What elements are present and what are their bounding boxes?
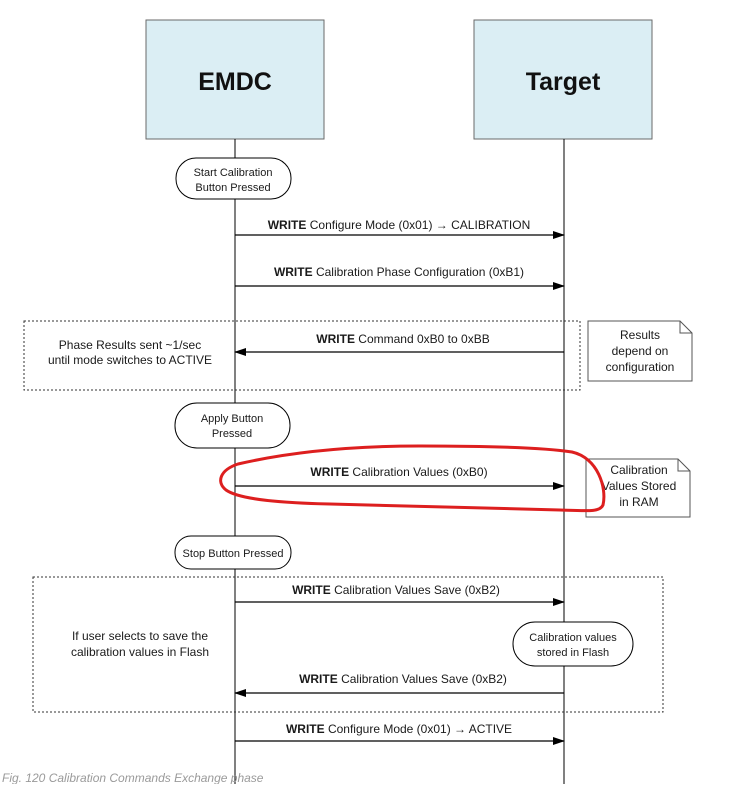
event-stored-in-flash-line-2: stored in Flash <box>537 647 609 659</box>
event-stop-button <box>174 535 292 570</box>
event-apply-button-line-2: Pressed <box>212 428 252 440</box>
note-values-stored-line-3: in RAM <box>619 495 658 509</box>
message-label-1: WRITE Configure Mode (0x01) → CALIBRATIO… <box>268 218 531 232</box>
participant-box-target <box>473 19 653 140</box>
note-results-line-3: configuration <box>606 360 675 374</box>
participant-box-emdc <box>145 19 325 140</box>
note-values-stored-line-2: Values Stored <box>602 479 677 493</box>
event-stop-button-line-1: Stop Button Pressed <box>183 548 284 560</box>
participant-label-target: Target <box>526 68 601 96</box>
message-label-4: WRITE Calibration Values (0xB0) <box>310 465 487 479</box>
note-results-line-1: Results <box>620 328 660 342</box>
message-label-2: WRITE Calibration Phase Configuration (0… <box>274 265 524 279</box>
note-values-stored <box>585 458 691 518</box>
region-phase-results-line-1: Phase Results sent ~1/sec <box>59 338 201 352</box>
event-stored-in-flash <box>512 621 634 667</box>
region-phase-results-line-2: until mode switches to ACTIVE <box>48 353 212 367</box>
event-start-calibration-line-2: Button Pressed <box>195 182 270 194</box>
message-label-5: WRITE Calibration Values Save (0xB2) <box>292 583 500 597</box>
event-apply-button <box>174 402 291 449</box>
region-save-flash-line-2: calibration values in Flash <box>71 645 209 659</box>
event-stored-in-flash-line-1: Calibration values <box>529 632 617 644</box>
message-label-6: WRITE Calibration Values Save (0xB2) <box>299 672 507 686</box>
region-save-flash <box>32 576 664 713</box>
note-values-stored-fold <box>677 459 690 472</box>
highlight-loop <box>219 444 606 513</box>
note-results-line-2: depend on <box>612 344 669 358</box>
note-results <box>587 320 693 382</box>
note-results-fold <box>679 321 692 334</box>
event-apply-button-line-1: Apply Button <box>201 413 263 425</box>
note-values-stored-line-1: Calibration <box>610 463 667 477</box>
region-phase-results <box>23 320 581 391</box>
message-label-7: WRITE Configure Mode (0x01) → ACTIVE <box>286 722 512 736</box>
figure-caption: Fig. 120 Calibration Commands Exchange p… <box>2 771 264 784</box>
message-label-3: WRITE Command 0xB0 to 0xBB <box>316 332 489 346</box>
region-save-flash-line-1: If user selects to save the <box>72 629 208 643</box>
participant-label-emdc: EMDC <box>198 68 272 96</box>
event-start-calibration-line-1: Start Calibration <box>194 167 273 179</box>
event-start-calibration <box>175 157 292 200</box>
